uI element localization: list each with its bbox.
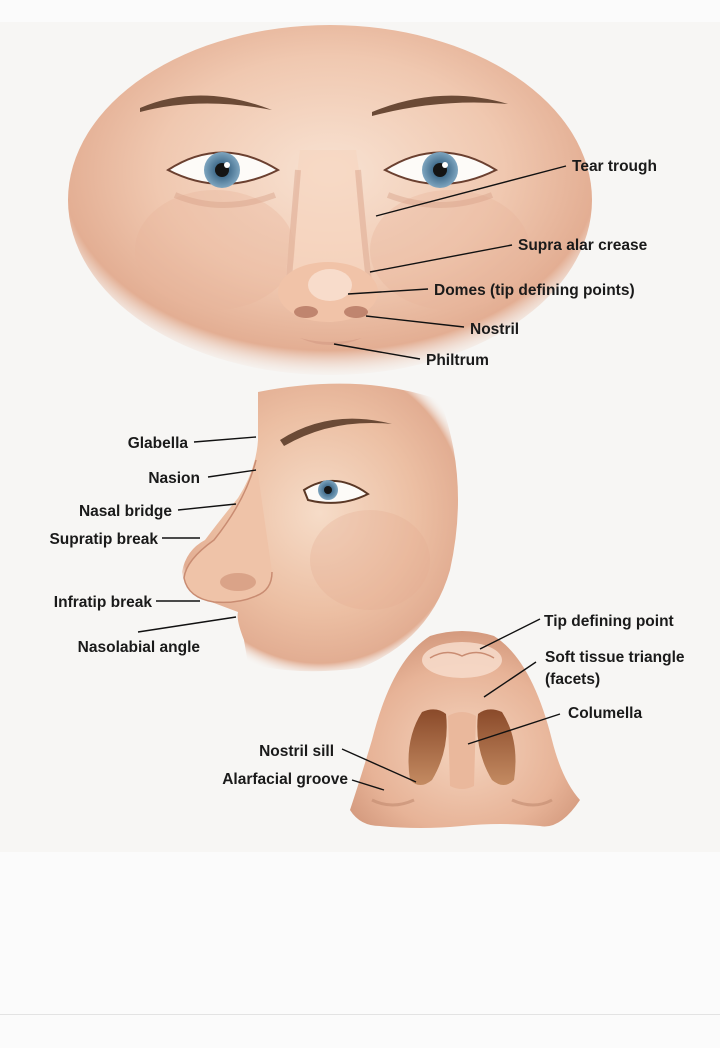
bottom-divider xyxy=(0,1014,720,1015)
leader-nasolabial-angle xyxy=(137,616,237,633)
leader-domes xyxy=(347,288,429,295)
leader-philtrum xyxy=(333,343,421,360)
label-soft-tissue-triangle: Soft tissue triangle xyxy=(545,649,685,666)
leader-tear-trough xyxy=(375,165,567,217)
label-nasion: Nasion xyxy=(148,470,200,487)
lateral-labels: Glabella Nasion Nasal bridge Supratip br… xyxy=(49,435,200,656)
lateral-face-illustration xyxy=(182,383,458,672)
label-columella: Columella xyxy=(568,705,642,722)
label-nostril-sill: Nostril sill xyxy=(259,743,334,760)
leader-lines xyxy=(137,165,567,791)
leader-tip-defining-point xyxy=(479,618,541,650)
leader-nostril xyxy=(365,315,465,328)
leader-alarfacial-groove xyxy=(351,779,385,791)
label-soft-tissue-triangle-facets: (facets) xyxy=(545,671,600,688)
label-supratip-break: Supratip break xyxy=(49,531,158,548)
frontal-labels: Tear trough Supra alar crease Domes (tip… xyxy=(426,158,657,369)
leader-glabella xyxy=(193,436,257,443)
label-supra-alar-crease: Supra alar crease xyxy=(518,237,648,254)
leader-nasion xyxy=(207,469,257,478)
label-philtrum: Philtrum xyxy=(426,352,489,369)
label-nostril: Nostril xyxy=(470,321,519,338)
leader-nasal-bridge xyxy=(177,503,237,511)
leader-columella xyxy=(467,713,561,745)
label-alarfacial-groove: Alarfacial groove xyxy=(222,771,348,788)
leader-supra-alar-crease xyxy=(369,244,513,273)
frontal-face-illustration xyxy=(68,25,592,375)
basal-labels: Tip defining point Soft tissue triangle … xyxy=(222,613,685,788)
label-tear-trough: Tear trough xyxy=(572,158,657,175)
label-domes: Domes (tip defining points) xyxy=(434,282,635,299)
label-nasal-bridge: Nasal bridge xyxy=(79,503,172,520)
label-nasolabial-angle: Nasolabial angle xyxy=(78,639,201,656)
label-tip-defining-point: Tip defining point xyxy=(544,613,674,630)
label-infratip-break: Infratip break xyxy=(54,594,153,611)
label-glabella: Glabella xyxy=(128,435,189,452)
leader-soft-tissue-triangle xyxy=(483,661,537,698)
leader-nostril-sill xyxy=(341,748,417,783)
